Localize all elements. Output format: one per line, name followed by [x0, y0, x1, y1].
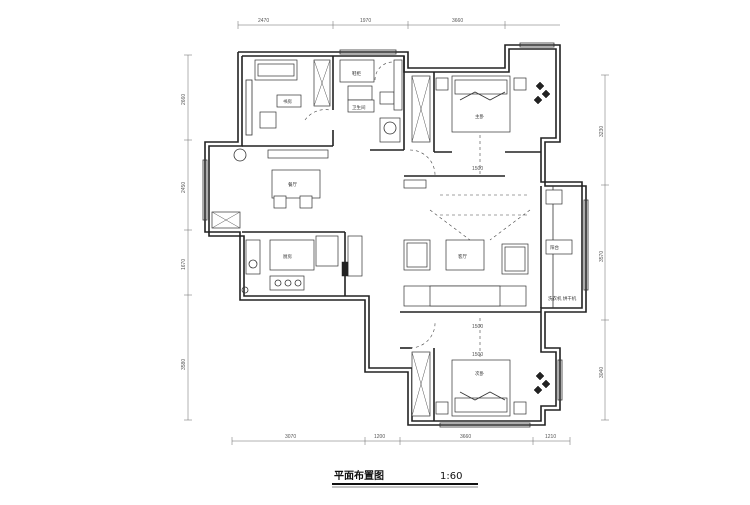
- dim-top-1: 2470: [258, 18, 269, 24]
- kitchen: 厨房: [241, 235, 363, 294]
- drawing-scale: 1:60: [440, 471, 462, 482]
- dim-left-4: 3580: [181, 359, 187, 370]
- dim-right-bottom: 3040: [599, 367, 605, 378]
- drawing-title: 平面布置图: [334, 469, 384, 482]
- left-dimension-line: 2660 2450 1670 3580: [181, 54, 192, 421]
- dim-bottom-2: 1200: [374, 434, 385, 440]
- window-marks: [202, 42, 589, 428]
- label-living: 客厅: [458, 253, 467, 260]
- dim-top-3: 3660: [452, 18, 463, 24]
- plant-top: [533, 81, 551, 105]
- living-room: 客厅 阳台 1500 洗衣机 烘干机: [403, 179, 577, 330]
- title-block: 平面布置图 1:60: [332, 469, 478, 488]
- bathroom: 卫生间: [347, 99, 375, 113]
- label-shoe-cabinet: 鞋柜: [352, 70, 361, 77]
- dim-bottom-bed: 1500: [472, 352, 483, 358]
- second-bedroom: 次卧 1500: [409, 318, 551, 417]
- dim-bottom-1: 3070: [285, 434, 296, 440]
- dining-area: 餐厅: [211, 148, 329, 229]
- label-corner-note: 洗衣机 烘干机: [548, 295, 577, 302]
- top-dimension-line: 2470 1970 3660: [237, 18, 560, 29]
- right-dimension-line: 3230 3570 3040: [599, 74, 609, 421]
- dim-left-3: 1670: [181, 259, 187, 270]
- dim-right-top: 3230: [599, 126, 605, 137]
- dim-left-2: 2450: [181, 182, 187, 193]
- dim-top-2: 1970: [360, 18, 371, 24]
- dim-bottom-4: 1210: [545, 434, 556, 440]
- study-room: 书房: [245, 59, 331, 136]
- label-bedroom-top: 主卧: [475, 113, 484, 120]
- dim-living: 1500: [472, 324, 483, 330]
- label-bath: 卫生间: [352, 104, 366, 111]
- bottom-dimension-line: 3070 1200 3660 1210: [231, 434, 571, 445]
- label-study-right: 阳台: [550, 244, 559, 251]
- plant-bottom: [533, 371, 551, 395]
- master-bedroom: 主卧 1500: [409, 75, 551, 176]
- label-bedroom-bottom: 次卧: [475, 370, 484, 377]
- label-dining: 餐厅: [288, 181, 297, 188]
- dim-bottom-3: 3660: [460, 434, 471, 440]
- dim-left-1: 2660: [181, 94, 187, 105]
- outer-walls: [204, 44, 587, 426]
- dim-right-mid: 3570: [599, 251, 605, 262]
- entry-area: 鞋柜: [339, 59, 403, 143]
- label-kitchen: 厨房: [283, 253, 292, 260]
- label-study: 书房: [283, 98, 292, 105]
- dim-top-bed: 1500: [472, 166, 483, 172]
